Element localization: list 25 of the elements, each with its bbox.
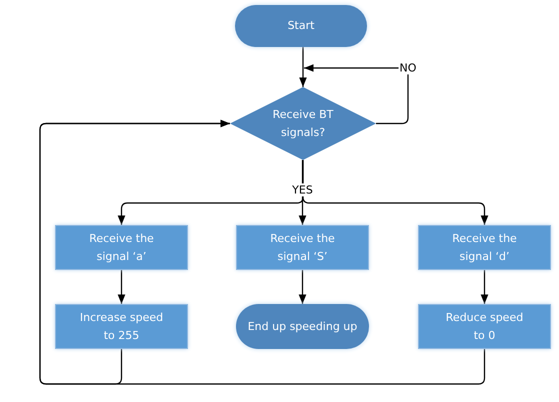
node-label: Reduce speed to 0 bbox=[444, 310, 524, 344]
arrow bbox=[298, 160, 306, 225]
arrow bbox=[299, 47, 307, 87]
node-label: Receive BT signals? bbox=[272, 107, 334, 140]
edge-label: YES bbox=[291, 183, 314, 197]
node-label: Receive the signal ‘d’ bbox=[451, 231, 518, 264]
edge-label: NO bbox=[398, 61, 418, 75]
arrow bbox=[39, 120, 486, 385]
process-box bbox=[418, 225, 551, 270]
node-label: End up speeding up bbox=[248, 318, 358, 335]
process-box bbox=[55, 304, 188, 349]
terminal-shape bbox=[235, 5, 367, 47]
arrow bbox=[302, 160, 488, 225]
arrow bbox=[304, 64, 409, 124]
terminal-shape bbox=[236, 304, 369, 349]
node-label: Increase speed to 255 bbox=[78, 310, 164, 344]
process-box bbox=[418, 304, 551, 349]
node-label: Start bbox=[288, 18, 314, 34]
process-box bbox=[55, 225, 188, 270]
arrow bbox=[480, 270, 488, 304]
node-label: Receive the signal ‘S’ bbox=[269, 231, 336, 264]
arrow bbox=[118, 270, 126, 304]
process-box bbox=[236, 225, 369, 270]
node-label: Receive the signal ‘a’ bbox=[88, 231, 155, 264]
arrow bbox=[298, 270, 306, 304]
